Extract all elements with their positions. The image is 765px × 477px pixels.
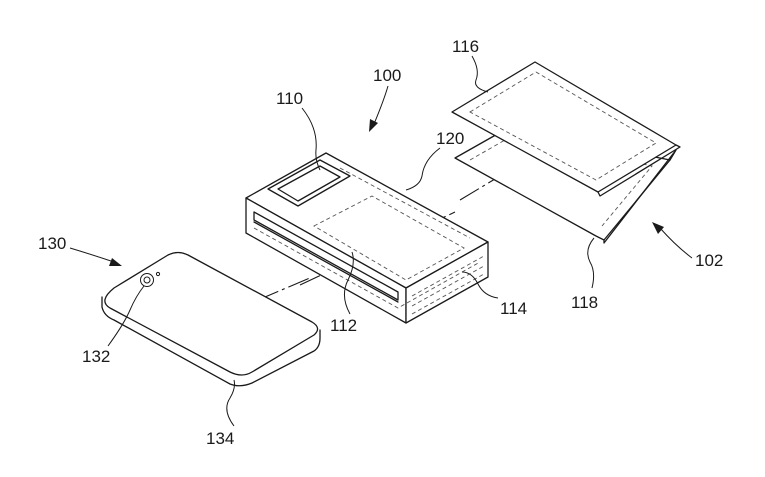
arrowhead-102 [652, 222, 664, 234]
case-side-face [405, 241, 489, 324]
leader-118 [587, 237, 595, 289]
upper-sheet-hidden [469, 71, 657, 181]
leader-100 [373, 85, 389, 125]
case-hidden-pocket [313, 195, 465, 281]
arrowhead-100 [369, 119, 378, 132]
label-112: 112 [330, 316, 357, 335]
case-slot-opening [253, 211, 399, 301]
label-110: 110 [276, 89, 303, 108]
label-102: 102 [695, 251, 723, 270]
label-134: 134 [206, 429, 234, 448]
center-axis [257, 276, 313, 301]
leader-120 [405, 147, 441, 191]
camera-lens-inner [143, 276, 151, 284]
leader-134 [226, 379, 235, 427]
sheet-assembly-102 [451, 61, 681, 244]
leader-114 [461, 271, 499, 299]
label-118: 118 [571, 293, 598, 312]
leader-112 [344, 251, 354, 315]
camera-lens-outer [140, 273, 154, 287]
center-axis-right [459, 139, 561, 201]
case-100 [245, 152, 489, 324]
leader-110 [301, 107, 321, 171]
device-top-face [104, 251, 319, 376]
leader-102 [659, 227, 693, 259]
leader-132 [107, 285, 145, 347]
leader-130 [69, 247, 115, 263]
case-hidden-top-inner [339, 167, 471, 239]
device-130 [101, 251, 321, 387]
arrowhead-130 [109, 258, 122, 266]
upper-sheet-thickness [597, 144, 681, 197]
label-120: 120 [436, 129, 464, 148]
case-window-outer [267, 159, 351, 207]
reference-numerals: 100 110 120 116 102 118 114 112 130 132 … [38, 37, 723, 448]
leader-116 [471, 55, 489, 93]
lower-sheet-edge [603, 149, 677, 244]
label-114: 114 [500, 299, 527, 318]
label-132: 132 [82, 347, 110, 366]
case-window-inner [277, 165, 341, 202]
leader-lines [69, 55, 693, 427]
case-slot-lower-edge [253, 221, 399, 303]
label-100: 100 [373, 66, 401, 85]
label-116: 116 [452, 37, 479, 56]
case-hidden-inner-wall [253, 227, 481, 309]
camera-flash [155, 271, 161, 277]
label-130: 130 [38, 234, 66, 253]
